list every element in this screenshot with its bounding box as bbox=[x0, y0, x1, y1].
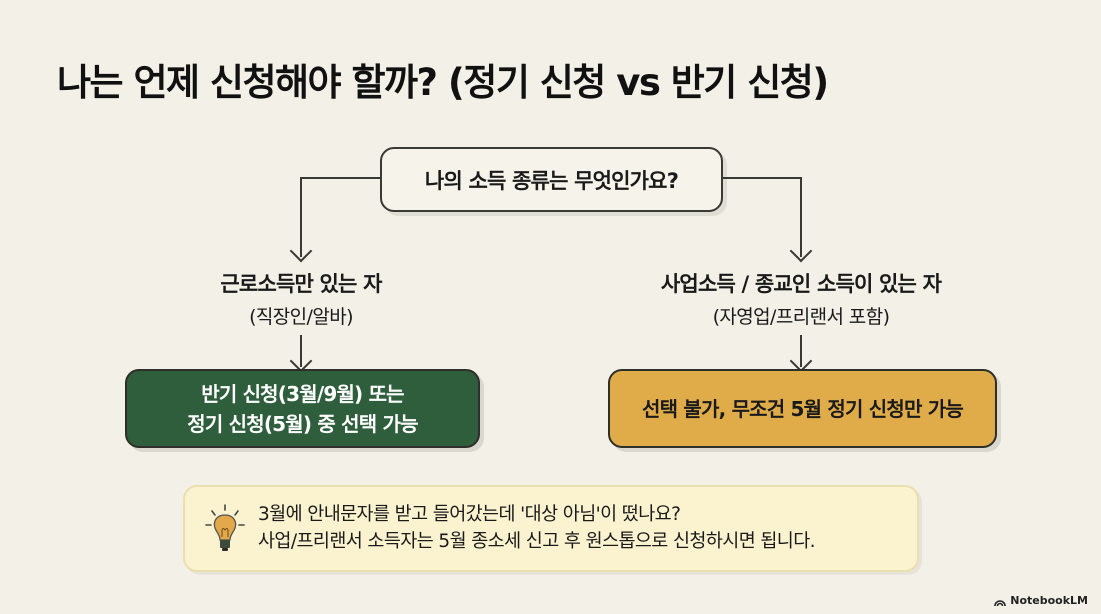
note-line-1: 3월에 안내문자를 받고 들어갔는데 '대상 아님'이 떴나요? bbox=[258, 504, 681, 525]
lightbulb-icon bbox=[205, 504, 245, 551]
connector-left-lower bbox=[300, 335, 302, 367]
connector-right-horizontal bbox=[721, 177, 801, 179]
connector-left-horizontal bbox=[300, 177, 380, 179]
branch-subtitle: (직장인/알바) bbox=[249, 306, 353, 328]
branch-label-earned-income: 근로소득만 있는 자 (직장인/알바) bbox=[151, 268, 451, 329]
connector-left-vertical bbox=[300, 177, 302, 257]
question-text: 나의 소득 종류는 무엇인가요? bbox=[424, 168, 679, 193]
tip-note: 3월에 안내문자를 받고 들어갔는데 '대상 아님'이 떴나요? 사업/프리랜서… bbox=[183, 485, 919, 572]
arrow-down-icon bbox=[289, 239, 313, 263]
question-box: 나의 소득 종류는 무엇인가요? bbox=[380, 147, 723, 212]
result-box-mandatory: 선택 불가, 무조건 5월 정기 신청만 가능 bbox=[608, 369, 997, 448]
note-line-2: 사업/프리랜서 소득자는 5월 종소세 신고 후 원스톱으로 신청하시면 됩니다… bbox=[258, 531, 816, 552]
branch-title: 사업소득 / 종교인 소득이 있는 자 bbox=[660, 272, 942, 296]
branch-label-business-income: 사업소득 / 종교인 소득이 있는 자 (자영업/프리랜서 포함) bbox=[601, 268, 1001, 329]
notebooklm-logo-icon bbox=[994, 599, 1007, 606]
result-box-choice: 반기 신청(3월/9월) 또는 정기 신청(5월) 중 선택 가능 bbox=[125, 369, 480, 448]
arrow-down-icon bbox=[789, 239, 813, 263]
result-line: 정기 신청(5월) 중 선택 가능 bbox=[187, 411, 418, 436]
brand-name: NotebookLM bbox=[1010, 594, 1088, 607]
result-line: 반기 신청(3월/9월) 또는 bbox=[201, 381, 404, 406]
connector-right-lower bbox=[800, 335, 802, 367]
brand-watermark: NotebookLM bbox=[994, 594, 1088, 607]
result-line: 선택 불가, 무조건 5월 정기 신청만 가능 bbox=[642, 396, 964, 421]
page-title: 나는 언제 신청해야 할까? (정기 신청 vs 반기 신청) bbox=[57, 61, 829, 104]
branch-title: 근로소득만 있는 자 bbox=[220, 272, 382, 296]
branch-subtitle: (자영업/프리랜서 포함) bbox=[712, 306, 890, 328]
connector-right-vertical bbox=[800, 177, 802, 257]
